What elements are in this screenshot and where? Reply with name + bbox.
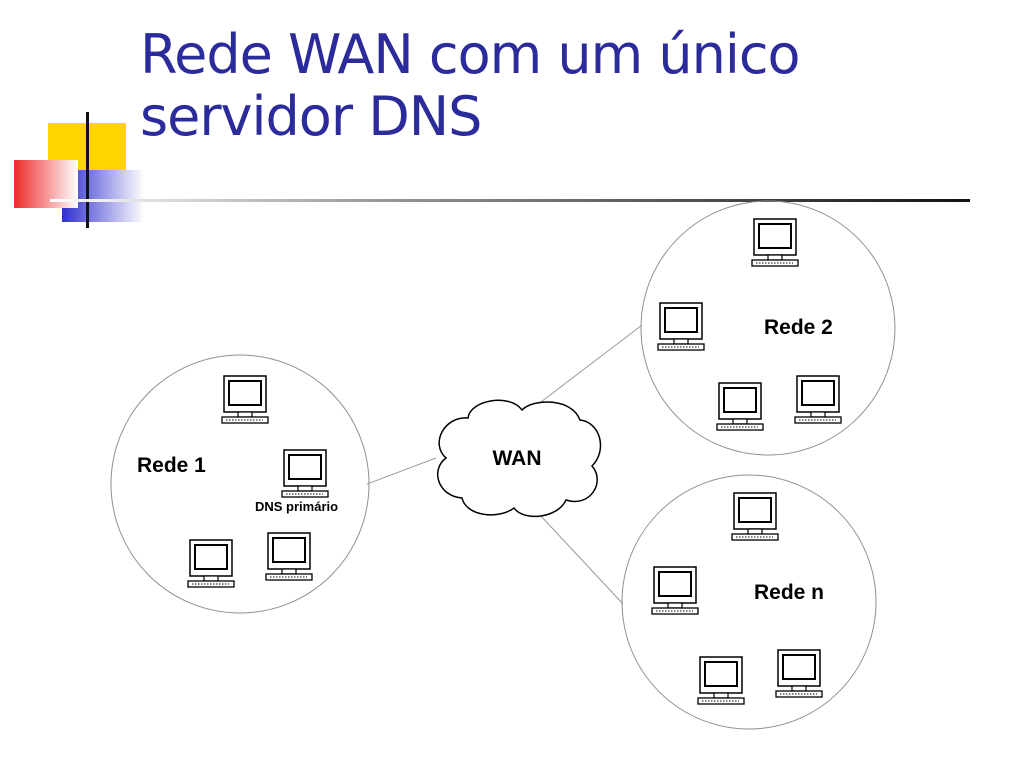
link-wan-rede2 <box>540 324 643 403</box>
computer-icon <box>751 218 799 267</box>
deco-vertical-line <box>86 112 89 228</box>
rede-n-label: Rede n <box>754 581 824 604</box>
wan-label: WAN <box>493 447 542 470</box>
computer-icon <box>187 539 235 588</box>
wan-cloud <box>436 399 602 518</box>
computer-icon <box>651 566 699 615</box>
computer-icon <box>265 532 313 581</box>
computer-icon <box>657 302 705 351</box>
slide-title: Rede WAN com um único servidor DNS <box>140 23 801 148</box>
rede-1-label: Rede 1 <box>137 454 206 477</box>
computer-icon <box>731 492 779 541</box>
computer-icon <box>775 649 823 698</box>
computer-icon <box>794 375 842 424</box>
title-decoration <box>14 112 970 228</box>
slide-title-line-1: Rede WAN com um único <box>140 23 801 86</box>
computer-icon <box>716 382 764 431</box>
link-rede1-wan <box>366 457 437 485</box>
dns-server-computer-icon <box>281 449 329 498</box>
title-rule <box>50 199 970 202</box>
network-circle-rede-2 <box>640 200 896 456</box>
rede-2-label: Rede 2 <box>764 316 833 339</box>
computer-icon <box>697 656 745 705</box>
slide-title-line-2: servidor DNS <box>140 85 482 148</box>
computer-icon <box>221 375 269 424</box>
link-wan-reden <box>539 514 624 605</box>
dns-primario-label: DNS primário <box>255 499 338 514</box>
network-circle-rede-n <box>621 474 877 730</box>
network-circle-rede-1 <box>110 354 370 614</box>
